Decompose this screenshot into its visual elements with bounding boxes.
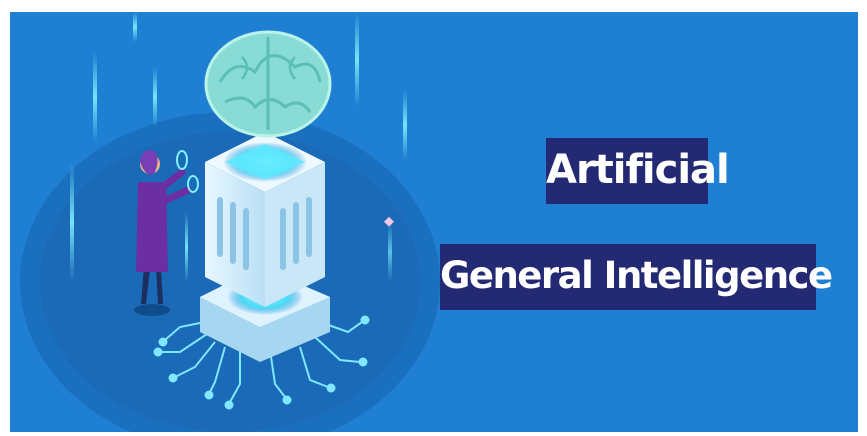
- agi-illustration: [20, 12, 440, 432]
- woman-figure-icon: [134, 150, 199, 316]
- title-line-1: Artificial: [546, 138, 730, 204]
- agi-banner: Artificial General Intelligence: [10, 12, 858, 432]
- light-beams: [70, 12, 407, 282]
- title-line-2: General Intelligence: [440, 244, 833, 310]
- server-tower-icon: [200, 132, 330, 362]
- brain-icon: [204, 30, 332, 138]
